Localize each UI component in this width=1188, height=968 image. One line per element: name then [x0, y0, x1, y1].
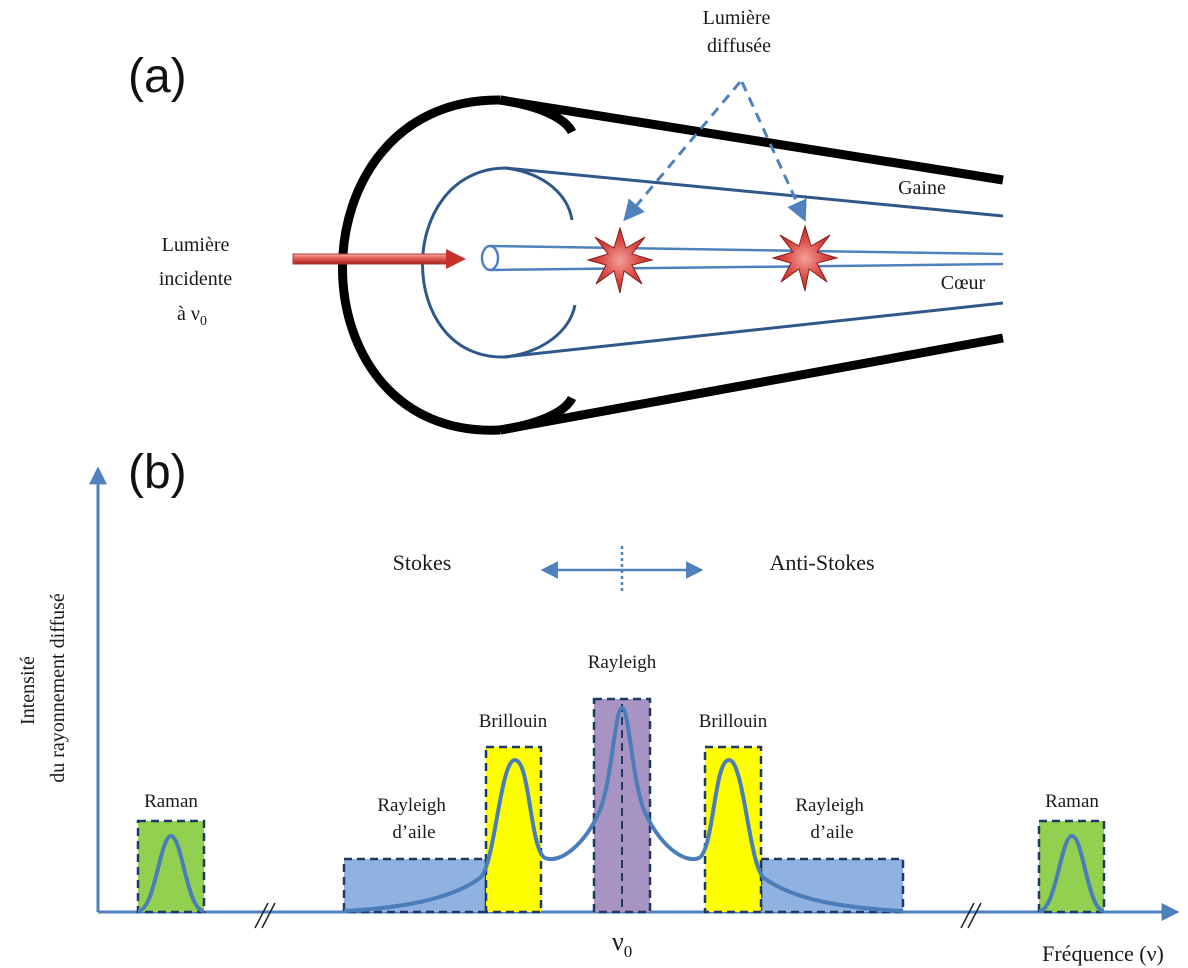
scatter-arrow-right: [740, 81, 807, 222]
brillouin-right-label: Brillouin: [699, 711, 768, 732]
cladding-label: Gaine: [898, 177, 946, 199]
jacket-arc: [338, 95, 501, 435]
fiber-core: [480, 244, 1004, 272]
cladding-bottom-line: [504, 301, 1004, 359]
stokes-label: Stokes: [393, 550, 452, 575]
core-end-face: [480, 244, 500, 272]
jacket-bottom-line: [499, 333, 1004, 435]
core-label: Cœur: [941, 272, 986, 294]
panel-a-label: (a): [128, 50, 187, 103]
rayleigh-wing-right-box: [759, 857, 905, 914]
axis-break-right: [960, 902, 982, 929]
panel-a: (a): [128, 7, 1004, 435]
raman-left-label: Raman: [144, 791, 198, 812]
axis-break-left: [254, 902, 276, 929]
rayleigh-wing-left-label: Rayleigh d’aile: [377, 795, 450, 843]
cladding-arc: [421, 166, 577, 359]
fiber-jacket: [338, 95, 1004, 435]
scatter-arrow-left: [623, 81, 742, 222]
raman-left-curve: [137, 833, 205, 913]
panel-b: (b) Intensité du rayonnement diffusé Fré…: [17, 446, 1180, 966]
spectrum-curve: [343, 706, 904, 913]
scattered-light-arrows: [623, 81, 807, 222]
cladding-top-line: [504, 166, 1004, 218]
raman-right-curve: [1038, 833, 1105, 913]
core-bottom-line: [489, 262, 1004, 272]
scatter-star-2: [771, 224, 839, 292]
core-top-line: [489, 244, 1004, 256]
anti-stokes-label: Anti-Stokes: [769, 550, 874, 575]
scattered-light-label: Lumière diffusée: [703, 7, 776, 57]
brillouin-left-label: Brillouin: [479, 711, 548, 732]
rayleigh-wing-left-box: [342, 857, 488, 914]
x-axis-label: Fréquence (ν): [1042, 941, 1164, 966]
incident-light-arrow: [292, 249, 466, 269]
fiber-cladding: [421, 166, 1004, 359]
center-frequency-label: ν0: [612, 927, 632, 961]
jacket-top-line: [499, 95, 1004, 185]
incident-light-label: Lumière incidente à ν0: [159, 234, 237, 329]
raman-right-label: Raman: [1045, 791, 1099, 812]
rayleigh-wing-right-label: Rayleigh d’aile: [795, 795, 868, 843]
cladding-arc-top: [504, 166, 574, 221]
y-axis-label: Intensité du rayonnement diffusé: [17, 593, 69, 783]
scatter-star-1: [586, 226, 654, 294]
panel-b-label: (b): [128, 446, 187, 499]
rayleigh-center-label: Rayleigh: [588, 652, 657, 673]
brillouin-right-box: [703, 745, 763, 914]
